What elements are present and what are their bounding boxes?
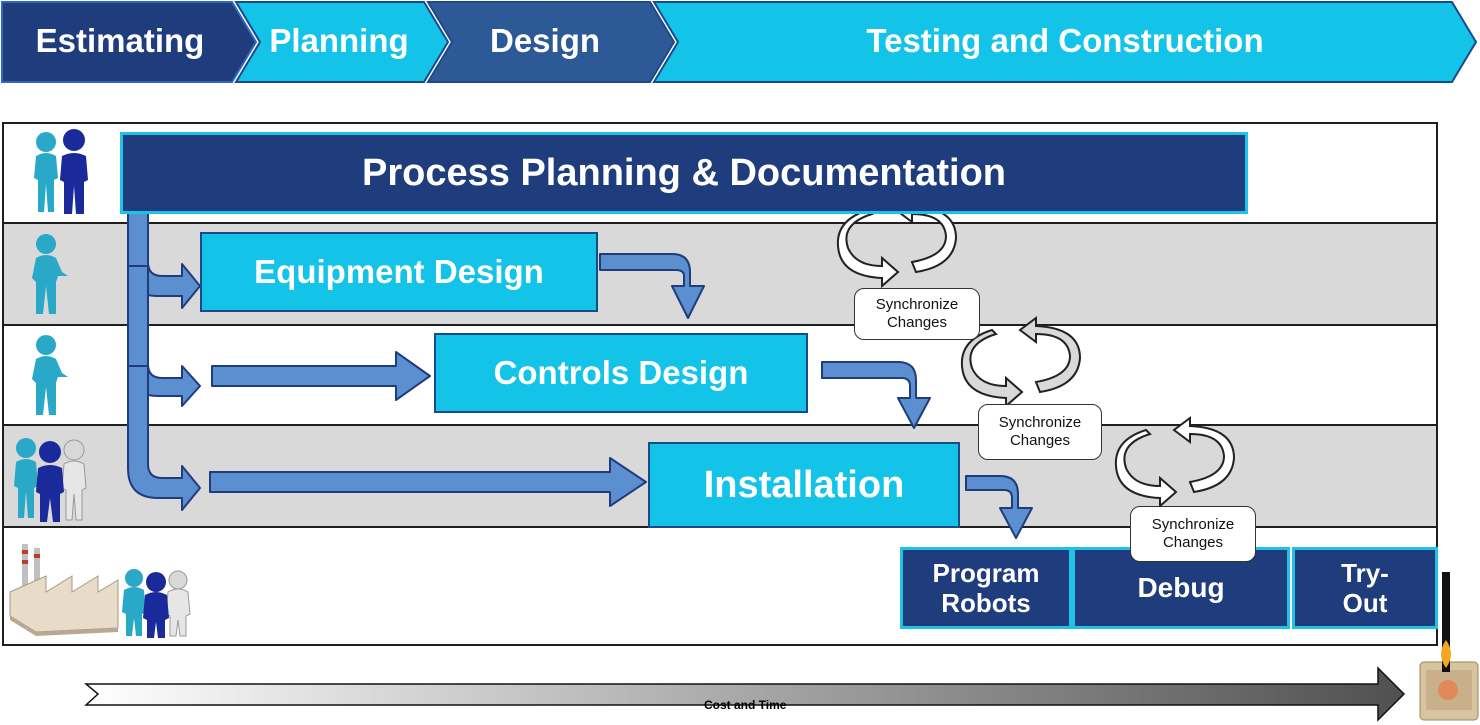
chevron-estimating: [1, 0, 258, 83]
lane-divider: [2, 424, 1438, 426]
hook-arrow-installation: [965, 475, 1033, 539]
tryout-box: Try-Out: [1292, 547, 1438, 629]
sync-callout: Synchronize Changes: [978, 404, 1102, 460]
installation-label: Installation: [703, 463, 905, 506]
program-robots-label: Program Robots: [932, 558, 1040, 618]
phase-design: Design: [489, 22, 601, 59]
controls-design-box: Controls Design: [434, 333, 808, 413]
tryout-label: Try-Out: [1341, 558, 1389, 618]
straight-arrow-controls: [211, 351, 431, 401]
debug-label: Debug: [1137, 572, 1225, 603]
chevron-testing: [652, 0, 1478, 83]
phase-chevrons: [1, 0, 1478, 83]
hook-arrow-equipment: [599, 253, 705, 319]
process-planning-label: Process Planning & Documentation: [362, 151, 1006, 194]
controls-design-label: Controls Design: [493, 354, 749, 391]
sync-line1: Synchronize: [998, 414, 1082, 431]
sync-callout: Synchronize Changes: [854, 288, 980, 340]
cost-and-time-arrow: [83, 666, 1406, 722]
sync-line1: Synchronize: [875, 296, 959, 313]
sync-callout: Synchronize Changes: [1130, 506, 1256, 562]
equipment-design-label: Equipment Design: [254, 253, 544, 290]
program-robots-box: Program Robots: [900, 547, 1072, 629]
swimlane-frame: [2, 122, 1438, 646]
straight-arrow-installation: [209, 457, 647, 507]
sync-cycle-icon: [1114, 416, 1236, 509]
hook-arrow-controls: [821, 361, 931, 429]
phase-planning: Planning: [269, 22, 409, 59]
lane-divider: [2, 324, 1438, 326]
sync-line2: Changes: [1162, 534, 1224, 551]
two-people-icon: [34, 129, 88, 214]
factory-with-people-icon: [9, 544, 191, 638]
phase-estimating: Estimating: [35, 22, 205, 59]
process-planning-box: Process Planning & Documentation: [120, 132, 1248, 214]
money-fire-icon: [1419, 572, 1479, 721]
branch-arrow-installation: [127, 365, 201, 511]
chevron-planning: [234, 0, 450, 83]
chevron-design: [426, 0, 676, 83]
sync-line2: Changes: [1009, 432, 1071, 449]
person-icon: [32, 234, 68, 314]
equipment-design-box: Equipment Design: [200, 232, 598, 312]
three-people-icon: [14, 438, 87, 522]
sync-line2: Changes: [886, 314, 948, 331]
installation-box: Installation: [648, 442, 960, 528]
phase-testing-and-construction: Testing and Construction: [866, 22, 1264, 59]
cost-and-time-label: Cost and Time: [704, 698, 787, 712]
lane-divider: [2, 222, 1438, 224]
sync-line1: Synchronize: [1151, 516, 1235, 533]
person-icon: [32, 335, 68, 415]
